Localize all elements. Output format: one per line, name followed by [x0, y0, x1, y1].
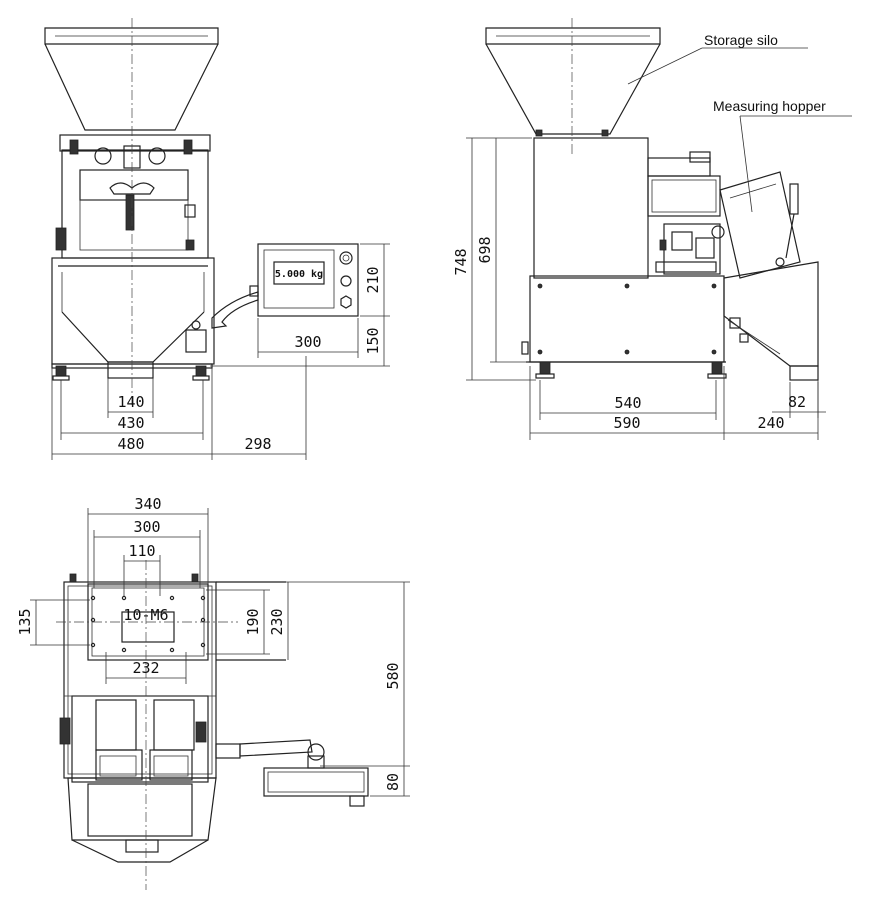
- front-view: 5.000 kg 140 430 480: [44, 18, 390, 460]
- front-controller: 5.000 kg: [249, 243, 359, 317]
- dim-display-height: 210: [364, 266, 382, 293]
- front-display-arm: [211, 291, 259, 329]
- side-view: Storage silo Measuring hopper 748 698 54…: [452, 18, 852, 440]
- dim-side-foot-span: 540: [614, 394, 641, 412]
- dim-flange-height-left: 135: [16, 608, 34, 635]
- dim-bolt-pitch-small: 110: [128, 542, 155, 560]
- front-weighing-frame: [55, 134, 211, 259]
- front-dimensions: 140 430 480 298 300 210: [51, 243, 390, 460]
- top-controller: [263, 767, 369, 807]
- top-display-arm: [215, 739, 325, 769]
- dim-hopper-projection: 240: [757, 414, 784, 432]
- dim-discharge-opening: 140: [117, 393, 144, 411]
- label-storage-silo: Storage silo: [704, 32, 778, 48]
- side-lower-body: [521, 261, 819, 381]
- display-reading: 5.000 kg: [275, 269, 323, 280]
- top-body: [63, 573, 286, 779]
- side-measuring-hopper: [719, 171, 801, 279]
- side-main-column: [533, 137, 649, 279]
- dim-total-depth: 580: [384, 662, 402, 689]
- dim-flange-outer: 340: [134, 495, 161, 513]
- dim-top-display-depth: 80: [384, 773, 402, 791]
- side-leaders: Storage silo Measuring hopper: [627, 32, 852, 213]
- front-storage-silo: [44, 27, 219, 131]
- front-lower-body: [51, 257, 215, 381]
- dim-display-width: 300: [294, 333, 321, 351]
- dim-bolt-pitch-large: 232: [132, 659, 159, 677]
- dim-outlet-width: 82: [788, 393, 806, 411]
- dim-side-body-length: 590: [613, 414, 640, 432]
- dim-total-height: 748: [452, 248, 470, 275]
- dim-flange-height-inner: 190: [244, 608, 262, 635]
- side-weigher-head: [647, 151, 725, 275]
- label-measuring-hopper: Measuring hopper: [713, 98, 826, 114]
- side-dimensions: 748 698 540 590 82 240: [452, 137, 826, 440]
- dim-body-height: 698: [476, 236, 494, 263]
- side-storage-silo: [485, 27, 661, 137]
- dim-flange-inner: 300: [133, 518, 160, 536]
- dim-display-offset: 298: [244, 435, 271, 453]
- top-dimensions: 340 300 110 232 135 190: [16, 495, 410, 797]
- top-measuring-hopper: [67, 777, 217, 863]
- top-view: 10-M6: [16, 495, 410, 890]
- dim-front-foot-span: 430: [117, 414, 144, 432]
- dim-front-body-width: 480: [117, 435, 144, 453]
- dim-display-depth: 150: [364, 327, 382, 354]
- top-weigher-heads: [59, 695, 216, 783]
- dim-flange-height-outer: 230: [268, 608, 286, 635]
